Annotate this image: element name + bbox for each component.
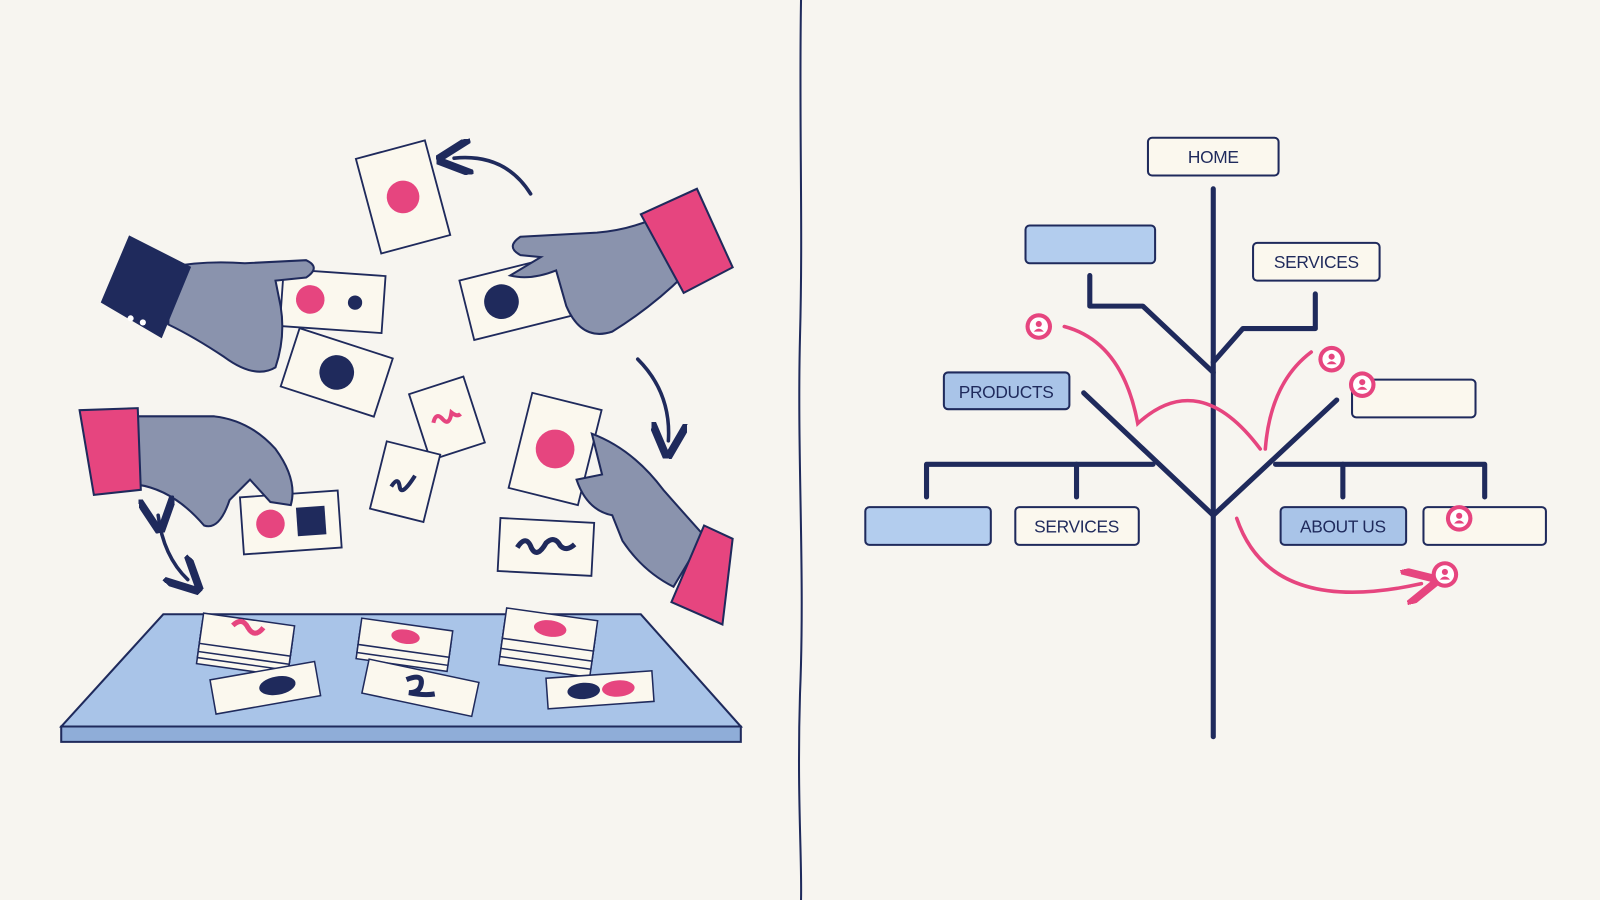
arrow-icon — [454, 158, 533, 196]
tree-node-home[interactable]: HOME — [1146, 136, 1280, 177]
node-label: SERVICES — [1274, 252, 1359, 272]
hand-icon — [575, 432, 734, 626]
arrow-icon — [635, 357, 669, 441]
card-icon — [279, 327, 394, 418]
card-icon — [496, 517, 596, 577]
hand-icon — [507, 187, 734, 335]
tree-node-blank-blue-bottom[interactable] — [864, 506, 992, 546]
user-icon — [1431, 561, 1459, 588]
card-icon — [368, 440, 442, 524]
card-icon — [278, 267, 387, 335]
user-icon — [1318, 345, 1345, 373]
node-label: HOME — [1188, 147, 1239, 167]
user-icon — [1348, 371, 1376, 398]
site-tree: HOME SERVICES PRODUCTS SERVICES ABOUT US — [864, 136, 1547, 740]
tree-node-services[interactable]: SERVICES — [1252, 241, 1381, 282]
divider — [798, 0, 803, 900]
node-label: ABOUT US — [1300, 517, 1386, 537]
card-icon — [507, 391, 603, 507]
hands — [78, 187, 734, 626]
card-icon — [458, 254, 575, 342]
arrow-icon — [158, 515, 188, 579]
floating-cards — [238, 139, 603, 577]
tree-lines — [923, 186, 1488, 740]
user-path — [1234, 516, 1422, 592]
user-icon — [1445, 505, 1473, 532]
card-icon — [407, 375, 486, 462]
user-paths — [1062, 324, 1422, 593]
tree-node-blank-blue[interactable] — [1024, 224, 1157, 265]
user-icon — [1025, 313, 1053, 340]
card-stack — [195, 607, 655, 718]
sorting-arrows — [158, 158, 668, 580]
node-label: PRODUCTS — [959, 382, 1054, 402]
node-label: SERVICES — [1034, 517, 1119, 537]
user-path — [1263, 350, 1314, 451]
tree-node-products[interactable]: PRODUCTS — [942, 371, 1071, 411]
hand-icon — [100, 235, 315, 373]
user-path — [1062, 324, 1262, 451]
card-icon — [354, 139, 452, 255]
tree-node-about-us[interactable]: ABOUT US — [1279, 506, 1408, 546]
tree-node-blank-cream[interactable] — [1351, 378, 1477, 419]
tree-node-blank-cream-bottom[interactable] — [1422, 506, 1547, 546]
tree-node-services-bottom[interactable]: SERVICES — [1014, 506, 1140, 546]
card-icon — [238, 489, 343, 556]
card-sorting-scene — [58, 139, 744, 743]
